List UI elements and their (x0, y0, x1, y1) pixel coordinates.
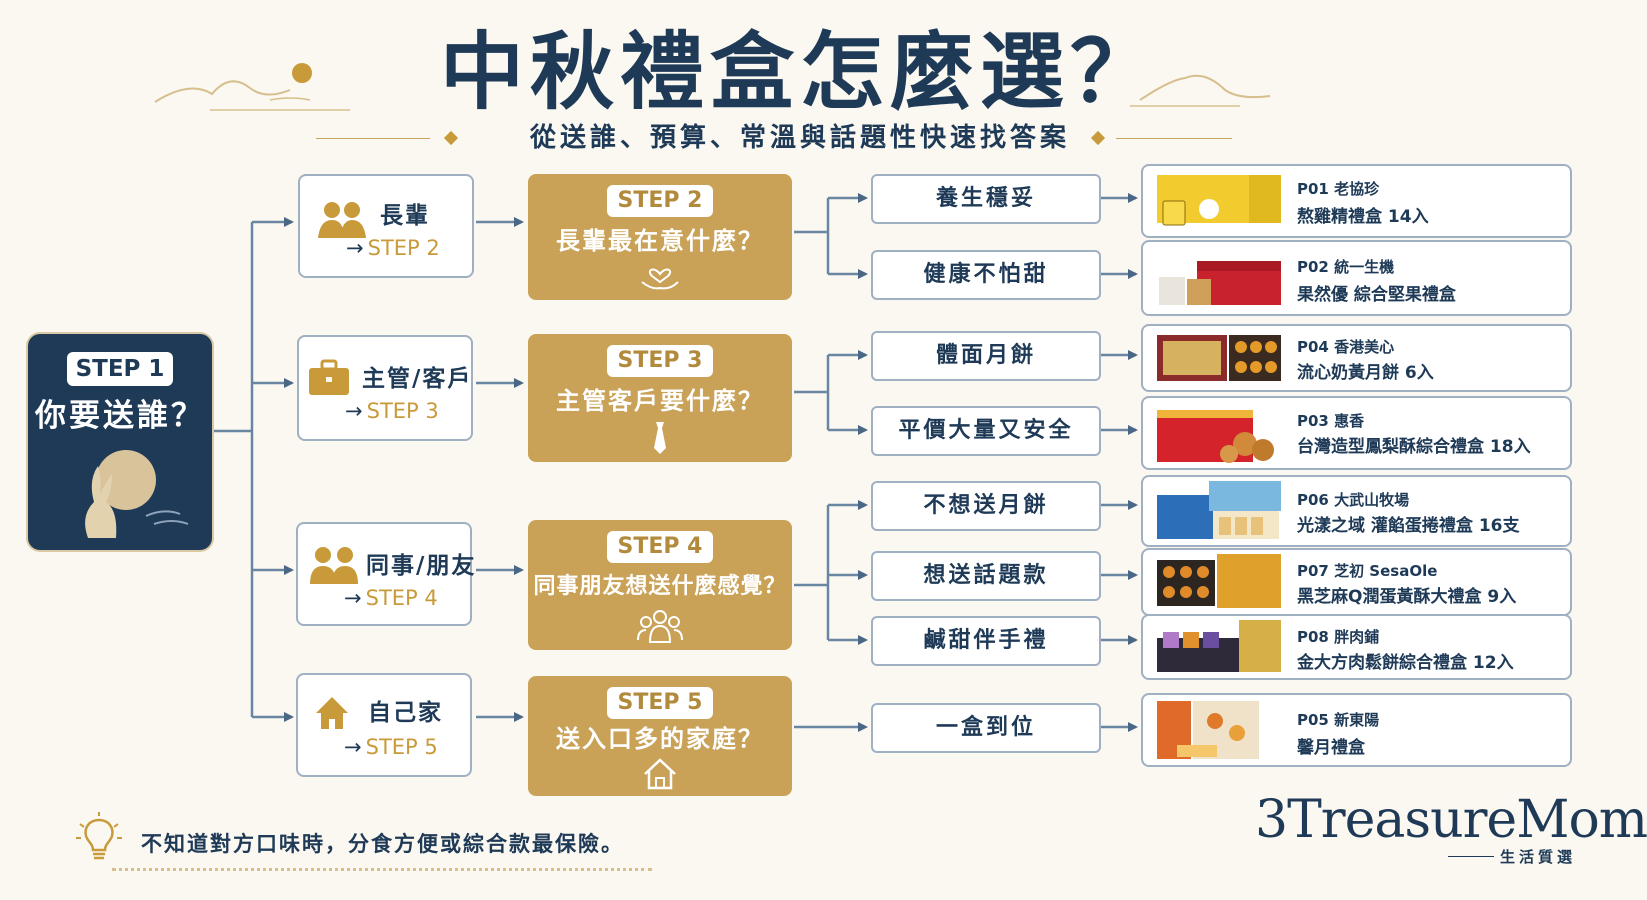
heart-hand-icon (641, 268, 679, 290)
product-code: P02 統一生機 (1297, 258, 1395, 276)
step4-card: STEP 4 同事朋友想送什麼感覺？ (528, 520, 792, 650)
product-code: P03 惠香 (1297, 412, 1365, 430)
product-card[interactable]: P08 胖肉鋪 金大方肉鬆餅綜合禮盒 12入 (1141, 614, 1572, 680)
recipient-own-family[interactable]: 自己家 →STEP 5 (296, 673, 472, 777)
page-subtitle: 從送誰、預算、常溫與話題性快速找答案 (529, 123, 1070, 153)
recipient-next-step: STEP 5 (365, 735, 438, 759)
product-image (1157, 175, 1281, 226)
flow-connectors (212, 193, 1138, 732)
product-code: P01 老協珍 (1297, 180, 1380, 198)
product-code: P05 新東陽 (1297, 711, 1380, 729)
need-option[interactable]: 健康不怕甜 (871, 250, 1101, 300)
arrow-icon: → (345, 399, 363, 423)
product-name: 金大方肉鬆餅綜合禮盒 12入 (1297, 653, 1514, 673)
recipient-label: 自己家 (368, 700, 443, 726)
product-name: 熬雞精禮盒 14入 (1297, 207, 1429, 227)
recipient-boss-client[interactable]: 主管/客戶 →STEP 3 (297, 335, 473, 441)
recipient-next-step: STEP 3 (366, 399, 439, 423)
friends-icon (310, 547, 358, 584)
need-option[interactable]: 一盒到位 (871, 703, 1101, 753)
product-card[interactable]: P06 大武山牧場 光漾之域 灌餡蛋捲禮盒 16支 (1141, 475, 1572, 547)
rabbit-moon-icon (85, 450, 189, 538)
mountain-decoration-left (154, 80, 350, 111)
need-option[interactable]: 養生穩妥 (871, 174, 1101, 224)
elders-icon (318, 202, 366, 238)
step1-question: 你要送誰？ (35, 398, 205, 434)
subtitle-line-left (316, 138, 430, 139)
arrow-icon: → (344, 586, 362, 610)
step2-card: STEP 2 長輩最在意什麼？ (528, 174, 792, 300)
step3-card: STEP 3 主管客戶要什麼？ (528, 334, 792, 462)
product-image (1157, 335, 1281, 381)
mountain-decoration-right (1130, 74, 1271, 107)
product-card[interactable]: P01 老協珍 熬雞精禮盒 14入 (1141, 164, 1572, 238)
product-image (1157, 701, 1259, 759)
step1-badge: STEP 1 (67, 352, 173, 386)
step5-badge: STEP 5 (607, 687, 713, 719)
home-icon (316, 697, 348, 729)
need-option[interactable]: 鹹甜伴手禮 (871, 616, 1101, 666)
need-option[interactable]: 想送話題款 (871, 551, 1101, 601)
product-name: 馨月禮盒 (1297, 738, 1365, 758)
step4-badge: STEP 4 (607, 531, 713, 563)
briefcase-icon (309, 359, 349, 395)
product-name: 果然優 綜合堅果禮盒 (1297, 285, 1456, 305)
product-code: P06 大武山牧場 (1297, 491, 1410, 509)
product-name: 台灣造型鳳梨酥綜合禮盒 18入 (1297, 437, 1531, 457)
recipient-label: 主管/客戶 (362, 366, 473, 392)
step2-question: 長輩最在意什麼？ (556, 227, 764, 255)
brand-line (1448, 856, 1494, 857)
lightbulb-icon (76, 812, 122, 860)
product-code: P07 芝初 SesaOle (1297, 562, 1438, 580)
brand-logo: 3TreasureMom (1255, 790, 1647, 850)
product-image (1157, 481, 1281, 539)
brand-tagline: 生活質選 (1500, 848, 1577, 866)
product-name: 流心奶黃月餅 6入 (1297, 363, 1434, 383)
group-icon (637, 610, 683, 643)
product-name: 光漾之域 灌餡蛋捲禮盒 16支 (1297, 516, 1520, 536)
page-title: 中秋禮盒怎麼選？ (439, 22, 1160, 121)
product-card[interactable]: P07 芝初 SesaOle 黑芝麻Q潤蛋黃酥大禮盒 9入 (1141, 548, 1572, 616)
product-code: P08 胖肉鋪 (1297, 628, 1380, 646)
product-code: P04 香港美心 (1297, 338, 1395, 356)
tip-text: 不知道對方口味時，分食方便或綜合款最保險。 (141, 832, 624, 856)
house-icon (644, 758, 676, 790)
step4-question: 同事朋友想送什麼感覺？ (533, 574, 787, 599)
need-option[interactable]: 平價大量又安全 (871, 406, 1101, 456)
need-option[interactable]: 體面月餅 (871, 331, 1101, 381)
recipient-next-step: STEP 4 (365, 586, 438, 610)
step5-question: 送入口多的家庭？ (556, 725, 764, 753)
recipient-elders[interactable]: 長輩 →STEP 2 (298, 174, 474, 278)
tie-icon (654, 422, 666, 454)
product-card[interactable]: P03 惠香 台灣造型鳳梨酥綜合禮盒 18入 (1141, 396, 1572, 470)
subtitle-line-right (1116, 138, 1232, 139)
step3-question: 主管客戶要什麼？ (556, 387, 764, 415)
product-card[interactable]: P04 香港美心 流心奶黃月餅 6入 (1141, 324, 1572, 392)
product-name: 黑芝麻Q潤蛋黃酥大禮盒 9入 (1297, 587, 1517, 607)
recipient-next-step: STEP 2 (367, 236, 440, 260)
product-image (1159, 261, 1281, 305)
product-card[interactable]: P02 統一生機 果然優 綜合堅果禮盒 (1141, 240, 1572, 316)
product-image (1157, 410, 1274, 463)
product-image (1157, 554, 1281, 608)
product-image (1157, 620, 1281, 672)
product-card[interactable]: P05 新東陽 馨月禮盒 (1141, 693, 1572, 767)
sun-icon (292, 63, 312, 83)
arrow-icon: → (346, 236, 364, 260)
step2-badge: STEP 2 (607, 185, 713, 217)
step5-card: STEP 5 送入口多的家庭？ (528, 676, 792, 796)
step3-badge: STEP 3 (607, 345, 713, 377)
step1-card: STEP 1 你要送誰？ (28, 334, 212, 550)
recipient-colleagues-friends[interactable]: 同事/朋友 →STEP 4 (296, 522, 474, 626)
recipient-label: 長輩 (380, 203, 430, 229)
recipient-label: 同事/朋友 (366, 553, 477, 579)
need-option[interactable]: 不想送月餅 (871, 481, 1101, 531)
arrow-icon: → (344, 735, 362, 759)
tip-divider (112, 868, 652, 871)
